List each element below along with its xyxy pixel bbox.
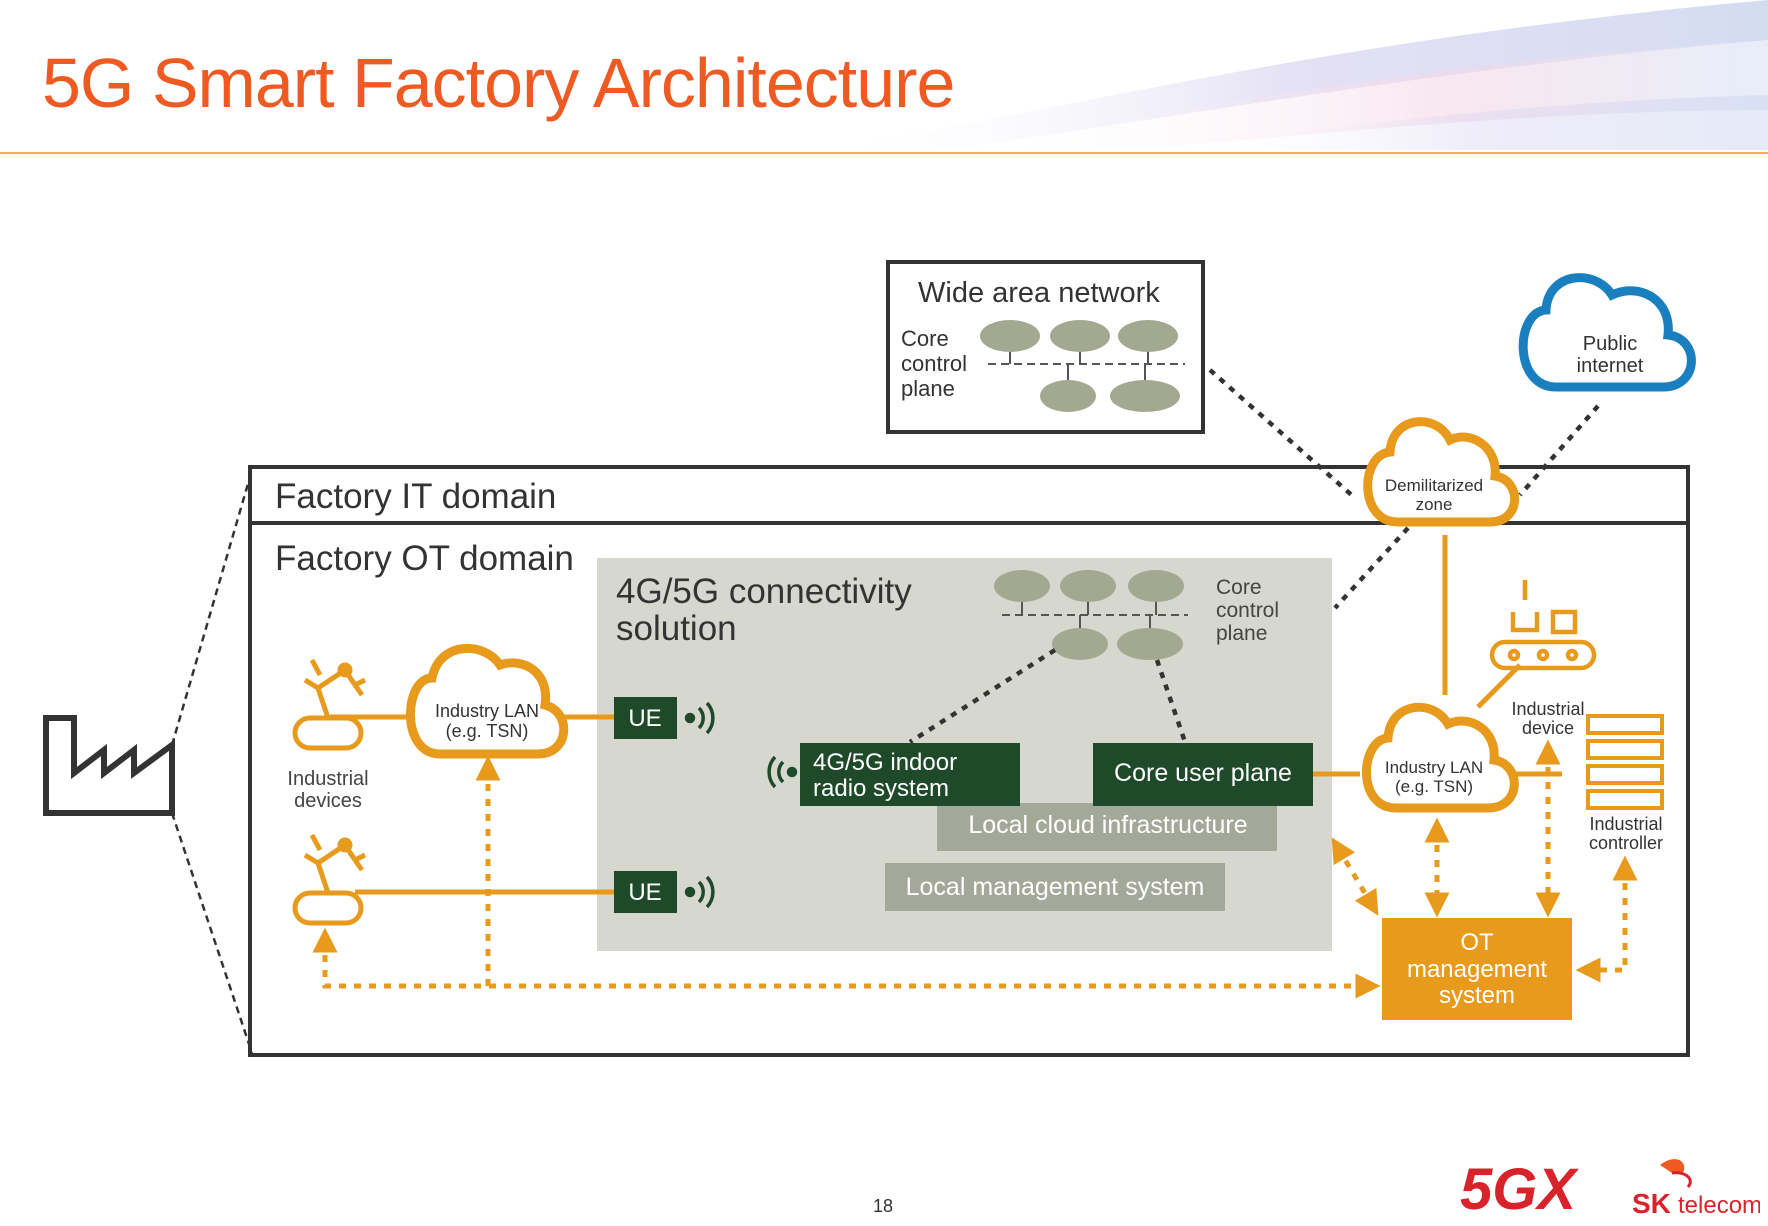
radio-label-1: 4G/5G indoor: [813, 749, 957, 776]
conveyor-device-icon: [1489, 580, 1597, 671]
wan-node: [1118, 320, 1178, 352]
left-lan-label-2: (e.g. TSN): [446, 721, 529, 741]
decorative-swoosh: [820, 0, 1768, 150]
ue-box-top: [614, 697, 677, 739]
robot-arm-icon: [292, 658, 367, 751]
wan-dmz-link: [1208, 368, 1357, 500]
right-lan-label-2: (e.g. TSN): [1395, 777, 1473, 796]
core-user-plane-label: Core user plane: [1114, 759, 1292, 787]
core-node: [1117, 628, 1183, 660]
connectivity-title-2: solution: [616, 609, 737, 648]
ot-mgmt-box: [1382, 918, 1572, 1020]
ot-mgmt-label-2: management: [1407, 956, 1547, 983]
ue-label-bottom: UE: [628, 879, 661, 906]
dmz-cloud: Demilitarized zone: [1363, 417, 1520, 527]
wan-core-label-3: plane: [901, 376, 955, 401]
wan-node: [980, 320, 1040, 352]
right-lan-label-1: Industry LAN: [1385, 758, 1483, 777]
right-lan-cloud: Industry LAN (e.g. TSN): [1362, 702, 1519, 813]
wan-node: [1040, 380, 1096, 412]
ot-domain-label: Factory OT domain: [275, 539, 574, 578]
telecom-logo-text: telecom: [1678, 1192, 1760, 1219]
core-control-plane: Core control plane: [994, 570, 1279, 660]
page-number: 18: [873, 1196, 894, 1216]
brand-logos: 5GX SK telecom: [1460, 1157, 1760, 1222]
zoom-line-top: [170, 469, 254, 746]
ue-label-top: UE: [628, 705, 661, 732]
wan-core-label-2: control: [901, 351, 967, 376]
sk-logo-text: SK: [1632, 1188, 1671, 1219]
wan-title: Wide area network: [918, 277, 1160, 309]
core-node: [994, 570, 1050, 602]
core-label-1: Core: [1216, 576, 1262, 599]
wan-node: [1050, 320, 1110, 352]
public-internet-label-1: Public: [1583, 333, 1637, 355]
core-label-2: control: [1216, 599, 1279, 622]
radio-system-box: [800, 743, 1020, 806]
ue-box-bottom: [614, 871, 677, 913]
dmz-label-1: Demilitarized: [1385, 476, 1483, 495]
sk-telecom-logo: SK telecom: [1632, 1159, 1760, 1219]
local-cloud-label: Local cloud infrastructure: [968, 811, 1247, 839]
industrial-controller-label-1: Industrial: [1589, 814, 1662, 834]
page-title: 5G Smart Factory Architecture: [42, 44, 955, 122]
signal-icon: [684, 701, 715, 735]
local-cloud-box: [937, 803, 1277, 851]
public-internet-cloud: Public internet: [1518, 273, 1696, 392]
local-mgmt-label: Local management system: [906, 873, 1205, 901]
factory-icon: [43, 715, 175, 816]
core-user-plane-box: [1093, 743, 1313, 806]
core-node: [1128, 570, 1184, 602]
left-lan-label-1: Industry LAN: [435, 701, 539, 721]
5gx-logo: 5GX: [1460, 1157, 1579, 1222]
5gx-logo-text: 5GX: [1460, 1157, 1579, 1222]
core-node: [1052, 628, 1108, 660]
industrial-controller-label-2: controller: [1589, 833, 1663, 853]
core-node: [1060, 570, 1116, 602]
industrial-device-label-1: Industrial: [1511, 699, 1584, 719]
robot-arm-icon: [292, 833, 367, 926]
public-internet-label-2: internet: [1577, 355, 1644, 377]
dmz-core-link: [1333, 526, 1410, 610]
wan-node: [1110, 380, 1180, 412]
radio-label-2: radio system: [813, 775, 949, 802]
management-arrows: [312, 739, 1638, 999]
ot-mgmt-label-3: system: [1439, 982, 1515, 1009]
wan-box: Wide area network Core control plane: [886, 260, 1205, 434]
controller-rack-icon: [1586, 714, 1664, 810]
industrial-device-label-2: device: [1522, 718, 1574, 738]
internet-dmz-link: [1518, 404, 1600, 497]
factory-frame: [248, 465, 1690, 1057]
wan-core-label-1: Core: [901, 326, 949, 351]
connectivity-title-1: 4G/5G connectivity: [616, 572, 912, 611]
antenna-icon: [767, 755, 798, 789]
zoom-line-bottom: [170, 812, 254, 1054]
signal-icon: [684, 875, 715, 909]
core-label-3: plane: [1216, 622, 1267, 645]
title-rule: [0, 152, 1768, 154]
dmz-label-2: zone: [1416, 495, 1453, 514]
left-lan-cloud: Industry LAN (e.g. TSN): [406, 643, 569, 759]
industrial-devices-label-2: devices: [294, 790, 362, 812]
industrial-devices-label-1: Industrial: [287, 768, 368, 790]
local-mgmt-box: [885, 863, 1225, 911]
ot-mgmt-label-1: OT: [1460, 929, 1494, 956]
it-domain-label: Factory IT domain: [275, 477, 556, 516]
